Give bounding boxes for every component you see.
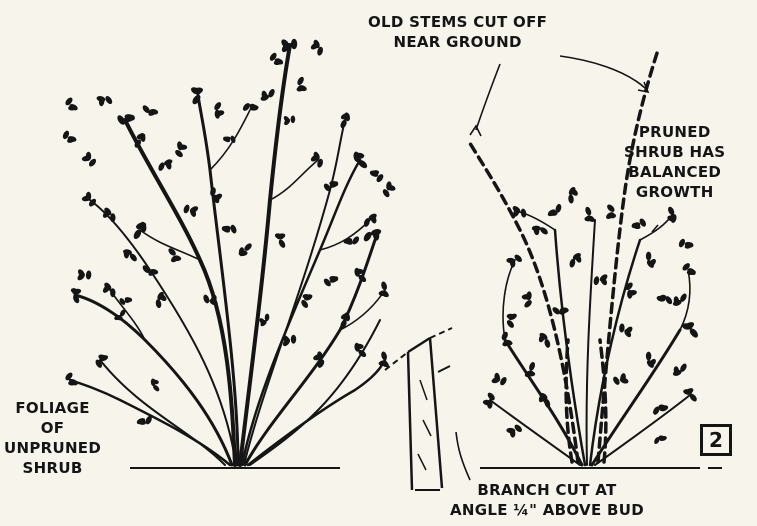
leaf-cluster <box>86 270 92 279</box>
old-stems-label-line2: NEAR GROUND <box>368 32 547 52</box>
pruned-label-line2: SHRUB HAS <box>624 142 725 162</box>
leaf-cluster <box>619 323 625 332</box>
foliage-label-line3: UNPRUNED <box>4 438 101 458</box>
leaf-cluster <box>646 352 651 361</box>
leaf-cluster <box>606 203 616 213</box>
foliage-label-line1: FOLIAGE <box>4 398 101 418</box>
leaf-cluster <box>380 351 388 361</box>
leaf-cluster <box>612 375 621 385</box>
figure-number-badge: 2 <box>700 424 732 456</box>
pruned-shrub-label: PRUNED SHRUB HAS BALANCED GROWTH <box>624 122 725 202</box>
leaf-cluster <box>277 238 286 248</box>
leaf-cluster <box>155 299 162 309</box>
leaf-cluster <box>110 288 115 297</box>
pruned-label-line4: GROWTH <box>624 182 725 202</box>
leaf-cluster <box>137 418 147 426</box>
leaf-cluster <box>593 276 600 286</box>
leaf-cluster <box>151 378 156 386</box>
leaf-cluster <box>560 308 569 313</box>
leaf-cluster <box>174 149 184 159</box>
leaf-cluster <box>499 376 508 386</box>
leaf-cluster <box>380 281 388 291</box>
leaf-cluster <box>520 208 527 218</box>
leaf-cluster <box>229 224 237 234</box>
leaf-cluster <box>505 319 515 329</box>
leaf-cluster <box>202 294 210 304</box>
foliage-label-line2: OF <box>4 418 101 438</box>
leaf-cluster <box>370 228 382 237</box>
leaf-cluster <box>291 39 297 50</box>
leaf-cluster <box>190 86 202 96</box>
leaf-cluster <box>544 338 552 348</box>
leaf-cluster <box>500 331 509 341</box>
old-cut-stems <box>468 50 658 462</box>
branch-cut-label-line2: ANGLE ¼" ABOVE BUD <box>450 500 644 520</box>
old-stems-label: OLD STEMS CUT OFF NEAR GROUND <box>368 12 547 52</box>
leaf-cluster <box>302 293 312 301</box>
leaf-cluster <box>584 206 592 216</box>
leaf-cluster <box>110 213 115 222</box>
leaf-cluster <box>523 299 533 309</box>
pruned-label-line3: BALANCED <box>624 162 725 182</box>
old-stems-label-line1: OLD STEMS CUT OFF <box>368 12 547 32</box>
leaf-cluster <box>291 116 296 124</box>
leaf-cluster <box>487 400 492 409</box>
leaf-cluster <box>104 95 114 105</box>
foliage-label: FOLIAGE OF UNPRUNED SHRUB <box>4 398 101 478</box>
pruned-shrub-foliage <box>482 186 699 445</box>
leaf-cluster <box>646 252 651 261</box>
leaf-cluster <box>528 361 536 371</box>
leaf-cluster <box>182 204 190 214</box>
leaf-cluster <box>291 335 296 344</box>
pruned-label-line1: PRUNED <box>624 122 725 142</box>
unpruned-shrub-stems <box>70 45 385 465</box>
branch-cut-label-line1: BRANCH CUT AT <box>450 480 644 500</box>
leaf-cluster <box>568 194 574 204</box>
leaf-cluster <box>351 235 361 245</box>
leaf-cluster <box>124 250 129 259</box>
foliage-label-line4: SHRUB <box>4 458 101 478</box>
branch-cut-detail <box>385 328 452 490</box>
branch-cut-label: BRANCH CUT AT ANGLE ¼" ABOVE BUD <box>450 480 644 520</box>
leaf-cluster <box>296 76 305 86</box>
